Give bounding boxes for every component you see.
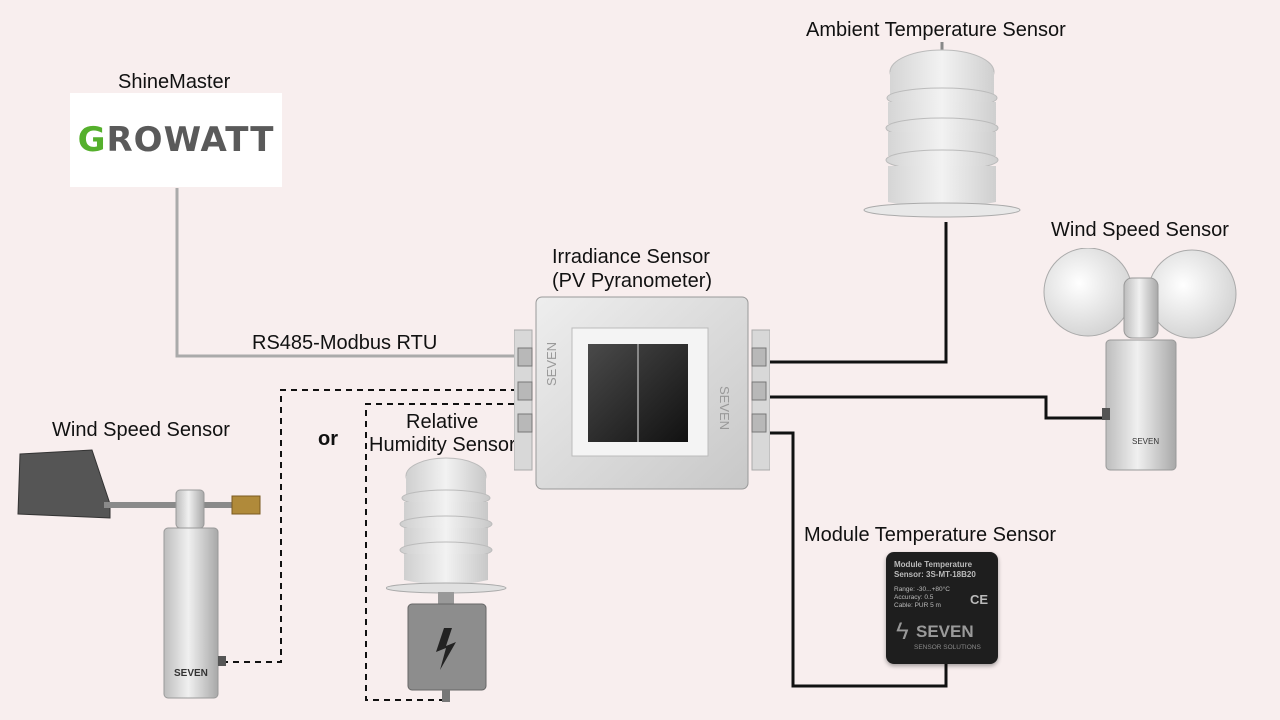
module-temp-cable <box>755 431 948 688</box>
ambient-cable <box>755 222 948 364</box>
module-print-line3: Range: -30...+80°C <box>894 586 950 593</box>
rs485-cable <box>175 188 528 358</box>
irradiance-label-line2: (PV Pyranometer) <box>552 270 713 292</box>
module-temp-sensor-image: Module Temperature Sensor: 3S-MT-18B20 R… <box>886 552 998 664</box>
svg-text:SEVEN: SEVEN <box>174 668 208 679</box>
humidity-label-line2: Humidity Sensor <box>369 434 516 456</box>
irradiance-label-line1: Irradiance Sensor <box>552 246 710 268</box>
rs485-label: RS485-Modbus RTU <box>252 332 438 354</box>
module-temp-label: Module Temperature Sensor <box>804 524 1056 546</box>
brand-mark: SEVEN <box>916 622 974 641</box>
brand-sub: SENSOR SOLUTIONS <box>914 644 981 651</box>
shinemaster-label: ShineMaster <box>118 71 231 93</box>
ambient-temp-sensor-image <box>863 42 1021 218</box>
module-print-line5: Cable: PUR 5 m <box>894 602 941 609</box>
ambient-temp-label: Ambient Temperature Sensor <box>806 19 1066 41</box>
wind-speed-right-image: SEVEN <box>1043 248 1237 471</box>
module-print-line4: Accuracy: 0.5 <box>894 594 934 601</box>
irradiance-sensor-image: SEVEN SEVEN <box>514 296 770 490</box>
wind-left-dashed-cable <box>222 389 528 663</box>
wind-speed-left-image: SEVEN <box>17 449 261 699</box>
ce-mark: CE <box>969 592 988 607</box>
or-label: or <box>318 428 338 450</box>
growatt-logo: GROWATT <box>70 93 282 187</box>
humidity-label-line1: Relative <box>406 411 479 433</box>
svg-text:SEVEN: SEVEN <box>717 386 732 430</box>
humidity-dashed-cable <box>365 403 528 701</box>
module-print-line1: Module Temperature <box>894 560 973 569</box>
humidity-sensor-image <box>386 457 507 702</box>
svg-text:SEVEN: SEVEN <box>1132 437 1159 446</box>
svg-text:SEVEN: SEVEN <box>544 342 559 386</box>
module-print-line2: Sensor: 3S-MT-18B20 <box>894 570 976 579</box>
wind-speed-right-label: Wind Speed Sensor <box>1051 219 1229 241</box>
bolt-icon: ϟ <box>896 618 909 645</box>
wind-speed-left-label: Wind Speed Sensor <box>52 419 230 441</box>
wind-right-cable <box>755 395 1106 420</box>
